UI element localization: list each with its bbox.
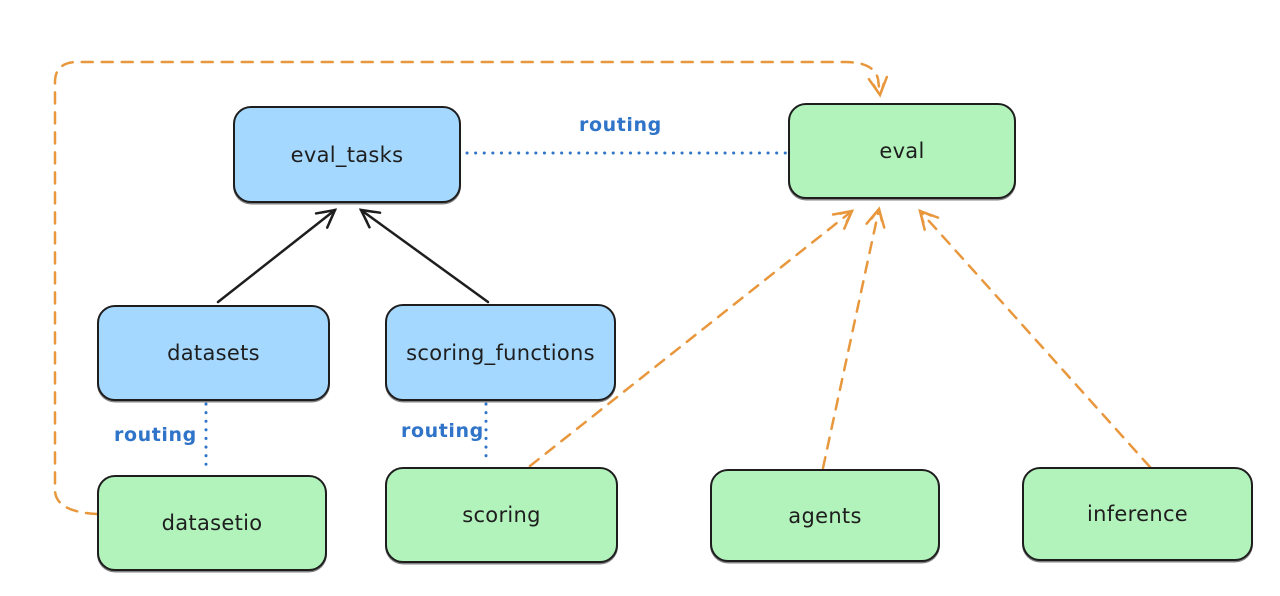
- edge-inference-to-eval: [918, 209, 1152, 469]
- edge-datasetio-to-eval: [53, 60, 889, 516]
- routing-label-eval-tasks-eval: routing: [579, 114, 662, 136]
- routing-label-datasets-datasetio: routing: [114, 424, 197, 446]
- node-datasets: datasets: [97, 305, 330, 401]
- node-agents: agents: [710, 469, 940, 562]
- node-scoring: scoring: [385, 467, 618, 563]
- edge-agents-to-eval: [821, 206, 886, 470]
- node-datasetio: datasetio: [97, 475, 327, 571]
- edge-scoring-functions-to-eval-tasks: [358, 208, 490, 304]
- node-eval-tasks: eval_tasks: [233, 106, 461, 203]
- node-inference: inference: [1022, 467, 1253, 561]
- routing-label-scoring-functions-scoring: routing: [401, 420, 484, 442]
- edge-datasets-to-eval-tasks: [216, 208, 338, 304]
- node-eval: eval: [788, 103, 1016, 199]
- node-scoring-functions: scoring_functions: [385, 304, 616, 401]
